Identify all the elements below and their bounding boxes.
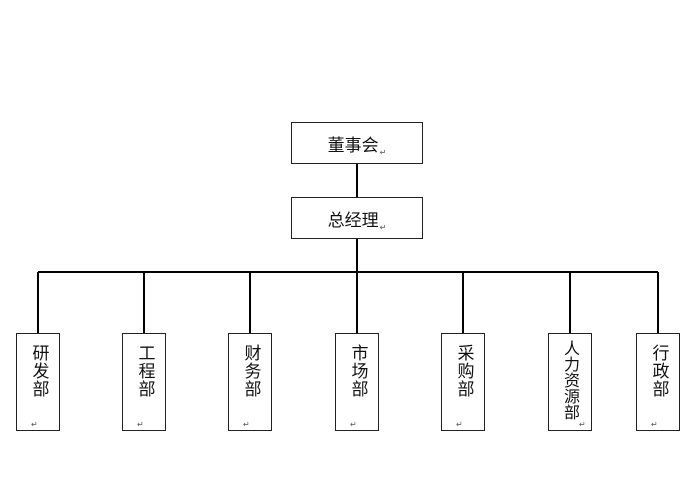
dept-box-finance: 财务部 ↵ xyxy=(228,333,272,431)
paragraph-mark: ↵ xyxy=(651,420,658,429)
paragraph-mark: ↵ xyxy=(379,147,387,157)
dept-label-marketing: 市场部 xyxy=(347,344,368,398)
paragraph-mark: ↵ xyxy=(243,420,250,429)
dept-box-rd: 研发部 ↵ xyxy=(16,333,60,431)
board-label: 董事会↵ xyxy=(327,135,387,157)
dept-box-hr: 人力资源部 ↵ xyxy=(548,333,592,431)
dept-label-rd: 研发部 xyxy=(28,344,49,398)
dept-label-finance: 财务部 xyxy=(240,344,261,398)
dept-label-hr: 人力资源部 xyxy=(561,340,580,420)
paragraph-mark: ↵ xyxy=(456,420,463,429)
board-box: 董事会↵ xyxy=(291,122,423,164)
paragraph-mark: ↵ xyxy=(350,420,357,429)
gm-box: 总经理↵ xyxy=(291,197,423,239)
gm-label: 总经理↵ xyxy=(327,210,387,232)
dept-box-marketing: 市场部 ↵ xyxy=(335,333,379,431)
paragraph-mark: ↵ xyxy=(31,420,38,429)
dept-label-procurement: 采购部 xyxy=(453,344,474,398)
dept-label-engineering: 工程部 xyxy=(134,344,155,398)
dept-box-procurement: 采购部 ↵ xyxy=(441,333,485,431)
dept-label-admin: 行政部 xyxy=(648,344,669,398)
paragraph-mark: ↵ xyxy=(579,420,586,429)
dept-box-engineering: 工程部 ↵ xyxy=(122,333,166,431)
paragraph-mark: ↵ xyxy=(137,420,144,429)
dept-box-admin: 行政部 ↵ xyxy=(636,333,680,431)
paragraph-mark: ↵ xyxy=(379,222,387,232)
